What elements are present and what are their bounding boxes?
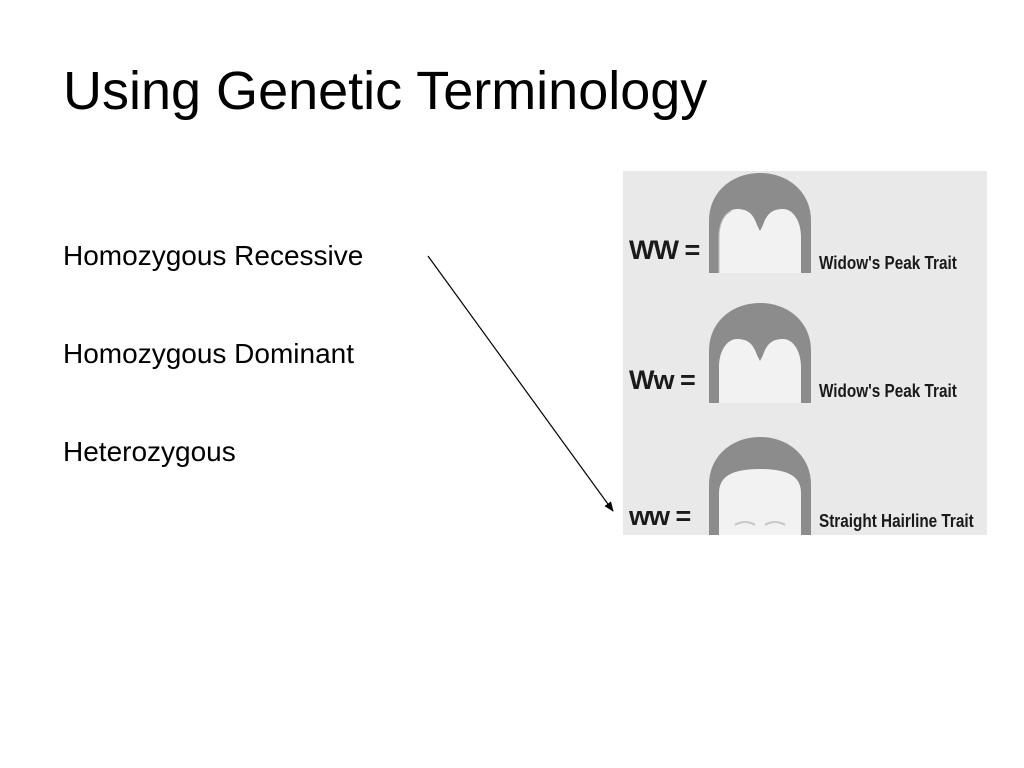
term-homozygous-recessive: Homozygous Recessive [63,240,364,271]
figure-row-ww-dominant: WW = Widow's Peak Trait [623,171,987,281]
terms-list: Homozygous Recessive Homozygous Dominant… [63,236,363,530]
term-heterozygous: Heterozygous [63,436,236,467]
slide-title: Using Genetic Terminology [63,61,708,121]
figure-row-ww-recessive: ww = Straight Hairline Trait [623,429,987,535]
genotype-label: WW = [629,235,700,265]
figure-row-ww-heterozygous: Ww = Widow's Peak Trait [623,301,987,411]
widows-peak-head-icon [709,173,811,273]
genotype-label: ww = [629,501,691,531]
trait-label: Widow's Peak Trait [819,253,957,273]
straight-hairline-head-icon [709,437,811,535]
trait-label: Straight Hairline Trait [819,511,974,531]
widows-peak-head-icon [709,303,811,403]
genotype-label: Ww = [629,365,696,395]
trait-label: Widow's Peak Trait [819,381,957,401]
hairline-trait-figure: WW = Widow's Peak Trait Ww = Widow's Pea… [623,171,987,535]
term-homozygous-dominant: Homozygous Dominant [63,338,355,369]
